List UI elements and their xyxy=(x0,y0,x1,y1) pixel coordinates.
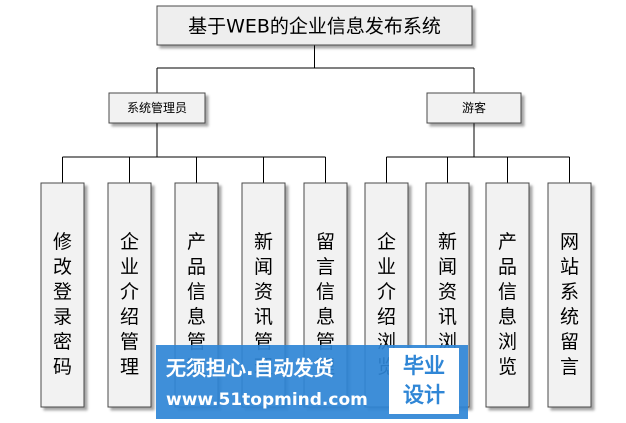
group-label: 系统管理员 xyxy=(127,100,187,115)
leaf-node: 修改登录密码 xyxy=(40,182,85,408)
diagram-nodes: 基于WEB的企业信息发布系统系统管理员修改登录密码企业介绍管理产品信息管理新闻资… xyxy=(40,5,592,408)
root-label: 基于WEB的企业信息发布系统 xyxy=(188,16,441,38)
leaf-node: 网站系统留言 xyxy=(547,182,592,408)
leaf-box xyxy=(107,182,152,408)
group-label: 游客 xyxy=(462,100,486,115)
root-box xyxy=(156,5,473,46)
leaf-label: 修改登录密码 xyxy=(53,231,72,378)
leaf-box xyxy=(485,182,530,408)
leaf-node: 产品信息浏览 xyxy=(485,182,530,408)
watermark-url: www.51topmind.com xyxy=(166,390,368,410)
group-node-1: 游客 xyxy=(426,92,522,124)
group-box xyxy=(426,92,522,124)
leaf-label: 企业介绍管理 xyxy=(120,231,139,378)
connector-lines xyxy=(62,45,570,183)
leaf-node: 企业介绍管理 xyxy=(107,182,152,408)
root-node: 基于WEB的企业信息发布系统 xyxy=(156,5,473,46)
leaf-box xyxy=(40,182,85,408)
watermark-badge: 毕业 设计 xyxy=(389,348,459,414)
leaf-label: 产品信息浏览 xyxy=(498,231,517,378)
group-box xyxy=(108,92,206,124)
watermark-slogan: 无须担心.自动发货 xyxy=(166,356,334,380)
watermark-badge-line1: 毕业 xyxy=(403,354,445,378)
leaf-label: 网站系统留言 xyxy=(560,231,579,378)
group-node-0: 系统管理员 xyxy=(108,92,206,124)
watermark-badge-line2: 设计 xyxy=(403,383,445,407)
leaf-box xyxy=(547,182,592,408)
